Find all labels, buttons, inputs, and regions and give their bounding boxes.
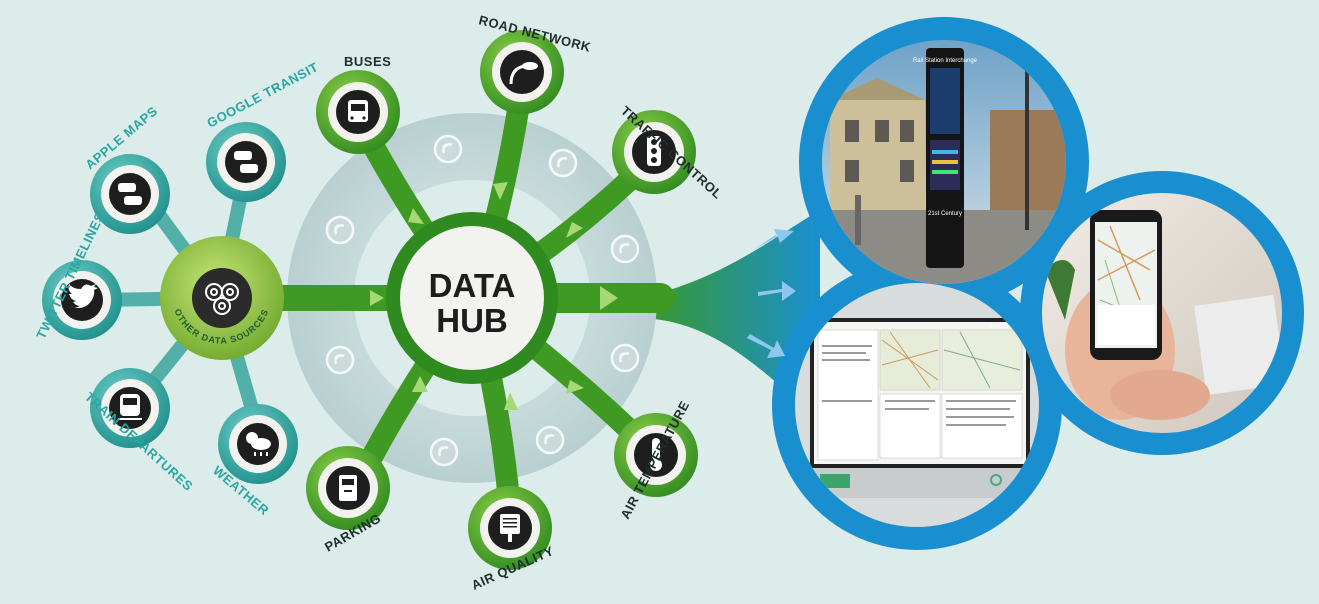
air-sensor-icon xyxy=(500,514,520,542)
output-arrows xyxy=(747,229,796,358)
kiosk-brand: SmartPen xyxy=(988,324,1015,330)
cars-icon xyxy=(234,151,258,173)
twitter-timelines-node xyxy=(42,260,122,340)
label-google-transit: GOOGLE TRANSIT xyxy=(204,59,321,130)
weather-icon xyxy=(246,432,271,456)
twitter-bird-icon xyxy=(68,284,98,308)
ring-wifi-icons xyxy=(325,134,640,467)
street-light-icon xyxy=(509,62,538,85)
kiosk-screen-photo: SmartPen xyxy=(795,283,1039,527)
traffic-light-icon xyxy=(647,136,661,166)
train-icon xyxy=(118,394,142,420)
hub-title-line2: HUB xyxy=(436,302,508,339)
weather-node xyxy=(218,404,298,484)
street-totem-photo: Rail Station Interchange 21st Century xyxy=(822,40,1066,284)
road-network-node xyxy=(480,30,564,114)
thermometer-icon xyxy=(650,438,662,471)
hub-title-line1: DATA xyxy=(429,267,516,304)
label-buses: BUSES xyxy=(344,54,391,69)
air-quality-node xyxy=(468,486,552,570)
totem-header: Rail Station Interchange xyxy=(913,58,978,64)
train-departures-node xyxy=(90,368,170,448)
spoke-arrows xyxy=(370,182,618,410)
hub-center xyxy=(400,226,544,370)
parking-node xyxy=(306,446,390,530)
parking-meter-icon xyxy=(339,475,357,501)
traffic-control-node xyxy=(612,110,696,194)
apple-maps-node xyxy=(90,154,170,234)
cars-icon xyxy=(118,183,142,205)
phone-in-hand-photo xyxy=(1042,193,1282,433)
air-temperature-node xyxy=(614,413,698,497)
bus-icon xyxy=(348,100,368,122)
data-sources-icon xyxy=(205,283,239,315)
google-transit-node xyxy=(206,122,286,202)
totem-brand: 21st Century xyxy=(928,211,962,217)
buses-node xyxy=(316,70,400,154)
